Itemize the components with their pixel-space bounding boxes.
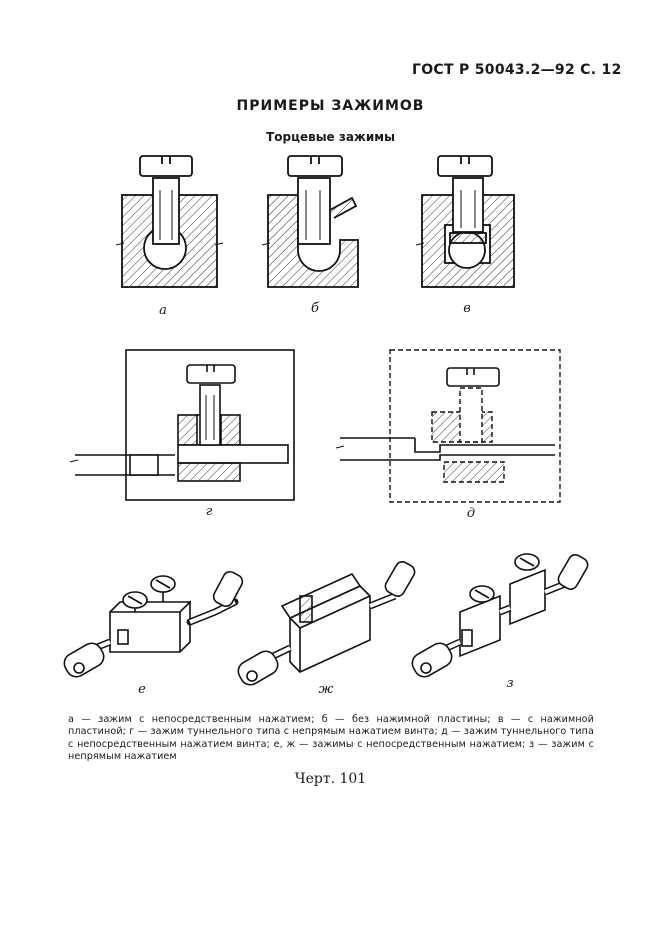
- drawing-g: [69, 349, 295, 501]
- label-d: д: [466, 506, 476, 521]
- drawing-v: [415, 155, 515, 288]
- figure-number: Черт. 101: [294, 771, 367, 787]
- drawing-e: [63, 570, 244, 678]
- drawing-z: [411, 553, 589, 678]
- section-subtitle: Торцевые зажимы: [266, 130, 395, 144]
- label-e: е: [138, 682, 146, 697]
- label-a: а: [159, 303, 167, 318]
- label-g: г: [205, 504, 213, 519]
- drawing-d: [389, 349, 561, 503]
- drawing-a: [115, 155, 224, 288]
- figure-caption: а — зажим с непосредственным нажатием; б…: [68, 714, 594, 763]
- label-z: з: [506, 676, 514, 691]
- page-title: ПРИМЕРЫ ЗАЖИМОВ: [236, 98, 425, 114]
- label-zh: ж: [318, 682, 334, 697]
- drawing-b: [261, 155, 359, 288]
- drawing-zh: [237, 561, 416, 686]
- label-v: в: [463, 301, 471, 316]
- label-b: б: [311, 301, 319, 316]
- page-header: ГОСТ Р 50043.2—92 С. 12: [412, 62, 622, 78]
